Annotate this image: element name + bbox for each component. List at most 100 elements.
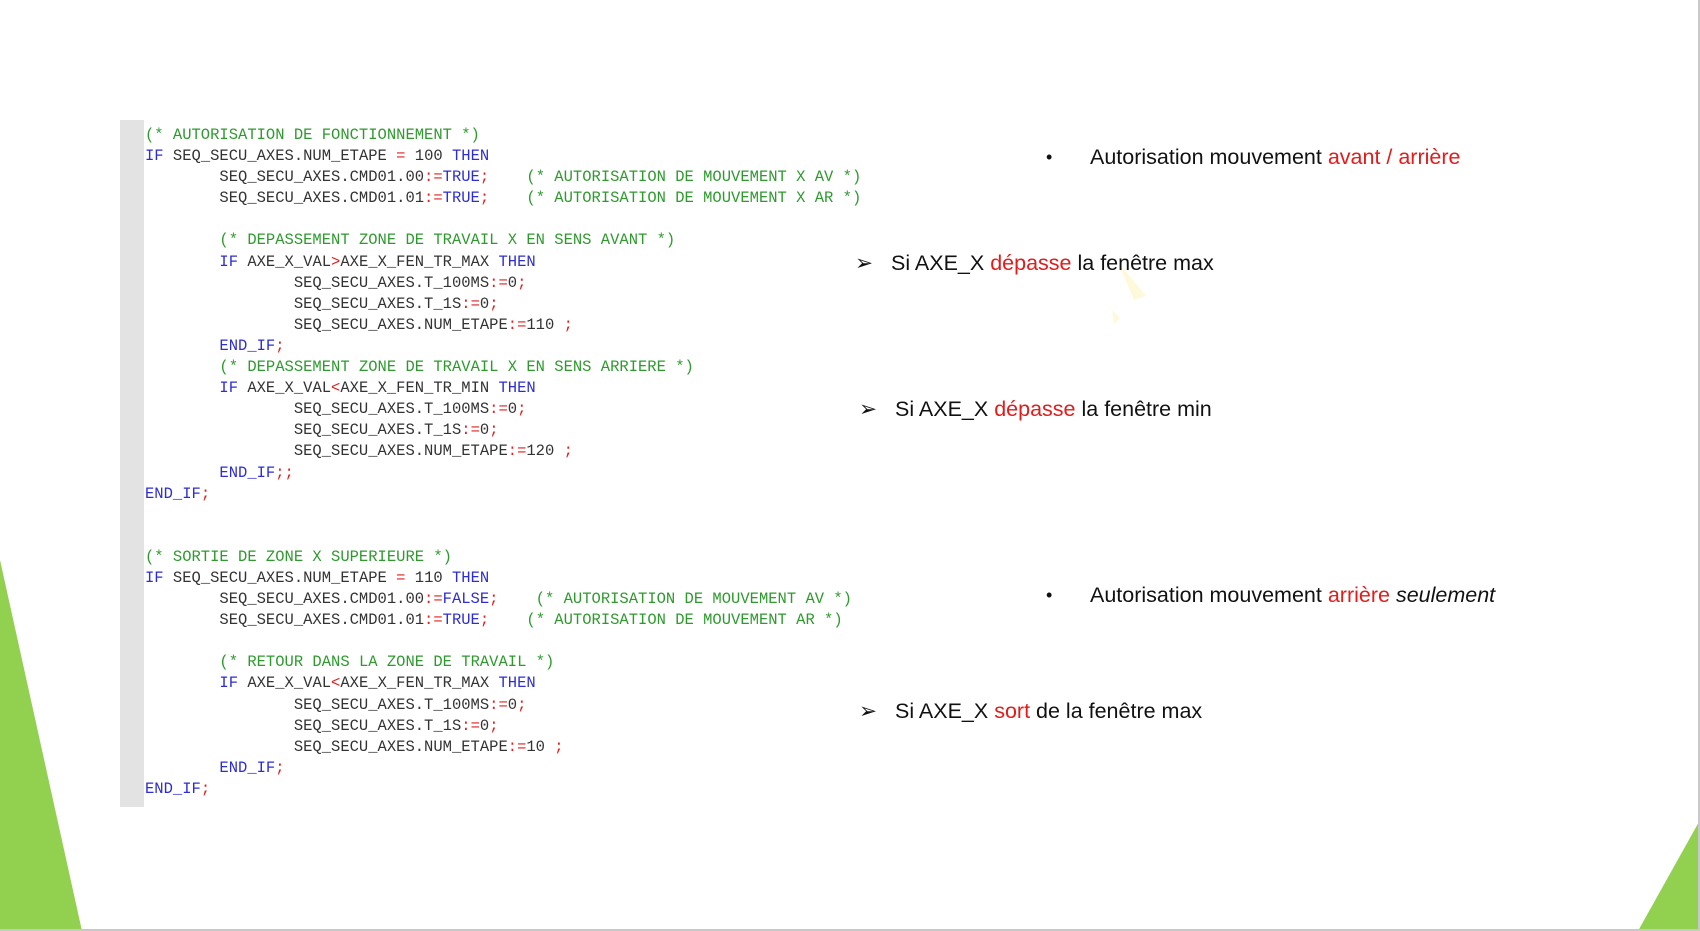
- code-token: FALSE: [442, 590, 490, 609]
- code-line: SEQ_SECU_AXES.T_100MS:=0;: [145, 695, 861, 716]
- code-token: 10: [526, 737, 555, 756]
- annotation-move-back-only: • Autorisation mouvement arrière seuleme…: [1046, 583, 1496, 607]
- code-token: THEN: [498, 252, 536, 271]
- code-token: SEQ_SECU_AXES.NUM_ETAPE: [145, 315, 508, 334]
- code-token: ;: [479, 168, 490, 187]
- code-token: :=: [507, 315, 527, 334]
- code-token: ;: [563, 442, 573, 461]
- code-token: IF: [145, 147, 164, 166]
- code-line: (* DEPASSEMENT ZONE DE TRAVAIL X EN SENS…: [145, 230, 861, 251]
- code-token: ;: [517, 273, 527, 292]
- code-line: SEQ_SECU_AXES.NUM_ETAPE:=10 ;: [145, 737, 861, 758]
- code-token: (* AUTORISATION DE FONCTIONNEMENT *): [145, 126, 480, 144]
- code-line: (* DEPASSEMENT ZONE DE TRAVAIL X EN SENS…: [145, 357, 861, 378]
- code-token: IF: [145, 568, 164, 587]
- code-token: (* DEPASSEMENT ZONE DE TRAVAIL X EN SENS…: [219, 231, 676, 250]
- code-token: SEQ_SECU_AXES.NUM_ETAPE: [145, 737, 508, 756]
- code-token: =: [396, 568, 406, 587]
- code-line: SEQ_SECU_AXES.T_1S:=0;: [145, 716, 861, 737]
- code-token: ;: [275, 336, 285, 355]
- code-token: :=: [507, 442, 527, 461]
- code-token: ;: [489, 590, 499, 609]
- code-line: SEQ_SECU_AXES.CMD01.01:=TRUE; (* AUTORIS…: [145, 610, 861, 631]
- code-token: 0: [479, 421, 490, 440]
- code-token: :=: [461, 716, 480, 735]
- code-token: IF: [219, 379, 239, 398]
- code-token: END_IF: [219, 463, 276, 482]
- code-line: SEQ_SECU_AXES.CMD01.00:=FALSE; (* AUTORI…: [145, 589, 861, 610]
- code-line: (* AUTORISATION DE FONCTIONNEMENT *): [145, 125, 861, 146]
- code-token: AXE_X_VAL: [238, 252, 332, 271]
- code-token: SEQ_SECU_AXES.CMD01.00: [145, 168, 425, 187]
- code-token: ;: [489, 421, 499, 440]
- code-token: (* AUTORISATION DE MOUVEMENT X AR *): [526, 189, 862, 208]
- code-line: [145, 631, 861, 652]
- code-token: [489, 611, 526, 629]
- code-token: ;: [517, 695, 527, 714]
- code-token: :=: [489, 400, 508, 419]
- code-token: SEQ_SECU_AXES.CMD01.00: [145, 590, 425, 609]
- code-line: SEQ_SECU_AXES.T_100MS:=0;: [145, 273, 861, 294]
- arrow-bullet-icon: ➢: [859, 397, 878, 421]
- code-token: [145, 337, 219, 355]
- arrow-bullet-icon: ➢: [855, 251, 874, 275]
- code-token: 0: [507, 695, 518, 714]
- code-token: [498, 590, 535, 608]
- code-line: IF AXE_X_VAL<AXE_X_FEN_TR_MIN THEN: [145, 378, 861, 399]
- structured-text-code: (* AUTORISATION DE FONCTIONNEMENT *) IF S…: [145, 125, 861, 800]
- code-line: (* RETOUR DANS LA ZONE DE TRAVAIL *): [145, 652, 861, 673]
- code-token: <: [331, 379, 341, 398]
- code-line: [145, 526, 861, 547]
- code-token: SEQ_SECU_AXES.NUM_ETAPE: [163, 147, 397, 166]
- code-line: IF SEQ_SECU_AXES.NUM_ETAPE = 100 THEN: [145, 146, 861, 167]
- code-token: AXE_X_VAL: [238, 379, 332, 398]
- code-token: END_IF: [219, 758, 276, 777]
- code-token: :=: [461, 294, 480, 313]
- code-token: [145, 674, 219, 692]
- code-token: ;: [554, 737, 564, 756]
- code-token: END_IF: [145, 779, 201, 798]
- code-token: SEQ_SECU_AXES.CMD01.01: [145, 611, 425, 630]
- code-token: 0: [479, 716, 490, 735]
- code-token: [489, 168, 526, 186]
- code-token: TRUE: [442, 168, 480, 187]
- code-token: SEQ_SECU_AXES.T_100MS: [145, 695, 490, 714]
- code-token: AXE_X_FEN_TR_MAX: [340, 674, 499, 693]
- code-listing-panel: (* AUTORISATION DE FONCTIONNEMENT *) IF S…: [120, 120, 1020, 807]
- code-token: AXE_X_VAL: [238, 674, 332, 693]
- code-token: [145, 464, 219, 482]
- code-line: END_IF;;: [145, 463, 861, 484]
- code-token: SEQ_SECU_AXES.T_100MS: [145, 273, 490, 292]
- code-line: END_IF;: [145, 484, 861, 505]
- code-line: [145, 505, 861, 526]
- code-line: [145, 209, 861, 230]
- code-token: :=: [424, 189, 443, 208]
- code-token: :=: [489, 273, 508, 292]
- code-token: :=: [507, 737, 527, 756]
- code-line: IF AXE_X_VAL<AXE_X_FEN_TR_MAX THEN: [145, 673, 861, 694]
- code-token: END_IF: [145, 484, 201, 503]
- code-token: ;: [563, 315, 573, 334]
- code-line: SEQ_SECU_AXES.NUM_ETAPE:=110 ;: [145, 315, 861, 336]
- code-token: SEQ_SECU_AXES.T_1S: [145, 421, 462, 440]
- code-token: SEQ_SECU_AXES.NUM_ETAPE: [163, 568, 397, 587]
- code-token: ;: [275, 758, 285, 777]
- code-line: END_IF;: [145, 336, 861, 357]
- code-token: [145, 379, 219, 397]
- code-token: [145, 358, 219, 376]
- code-token: ;: [200, 779, 211, 798]
- code-token: (* AUTORISATION DE MOUVEMENT AR *): [526, 611, 843, 630]
- code-token: >: [331, 252, 341, 271]
- code-token: 110: [405, 568, 452, 587]
- code-line: SEQ_SECU_AXES.CMD01.00:=TRUE; (* AUTORIS…: [145, 167, 861, 188]
- code-token: THEN: [498, 379, 536, 398]
- code-token: =: [396, 147, 406, 166]
- code-token: ;: [489, 294, 499, 313]
- code-token: 100: [405, 147, 452, 166]
- code-line: END_IF;: [145, 779, 861, 800]
- code-token: ;: [479, 189, 490, 208]
- code-token: ;: [200, 484, 211, 503]
- code-token: IF: [219, 252, 239, 271]
- code-line: SEQ_SECU_AXES.T_100MS:=0;: [145, 399, 861, 420]
